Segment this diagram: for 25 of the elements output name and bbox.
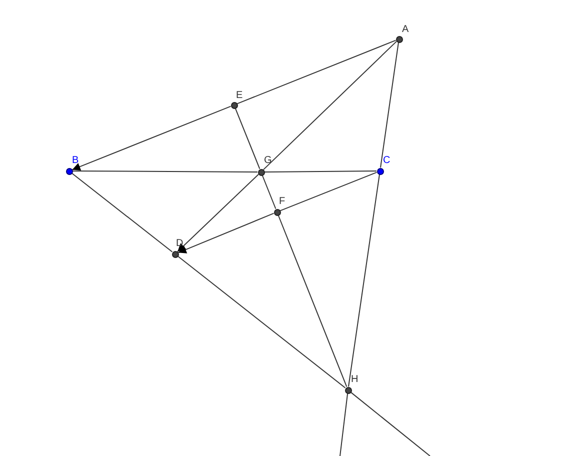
line-segment — [264, 170, 377, 172]
point-label: E — [236, 91, 243, 101]
point-label: F — [279, 197, 286, 207]
line-segment — [340, 392, 348, 456]
line-segment — [278, 214, 348, 388]
line-segment — [72, 170, 258, 172]
line-segment — [380, 42, 399, 168]
line-segment — [236, 40, 396, 104]
line-segment — [263, 40, 397, 170]
point-label: B — [72, 156, 79, 166]
line-segment — [348, 174, 380, 388]
point-label: A — [402, 25, 409, 35]
line-segment — [71, 172, 173, 252]
vector-arrow — [178, 212, 274, 254]
point-label: D — [176, 239, 184, 249]
line-segment — [234, 108, 260, 170]
line-segment — [350, 392, 430, 456]
vector-arrow — [177, 174, 259, 252]
line-segment — [177, 256, 346, 388]
line-segment — [262, 174, 276, 210]
point-label: C — [383, 156, 390, 166]
vector-arrow — [72, 106, 232, 170]
line-segment — [280, 172, 378, 212]
point-label: G — [264, 156, 272, 166]
point-label: H — [351, 375, 358, 385]
